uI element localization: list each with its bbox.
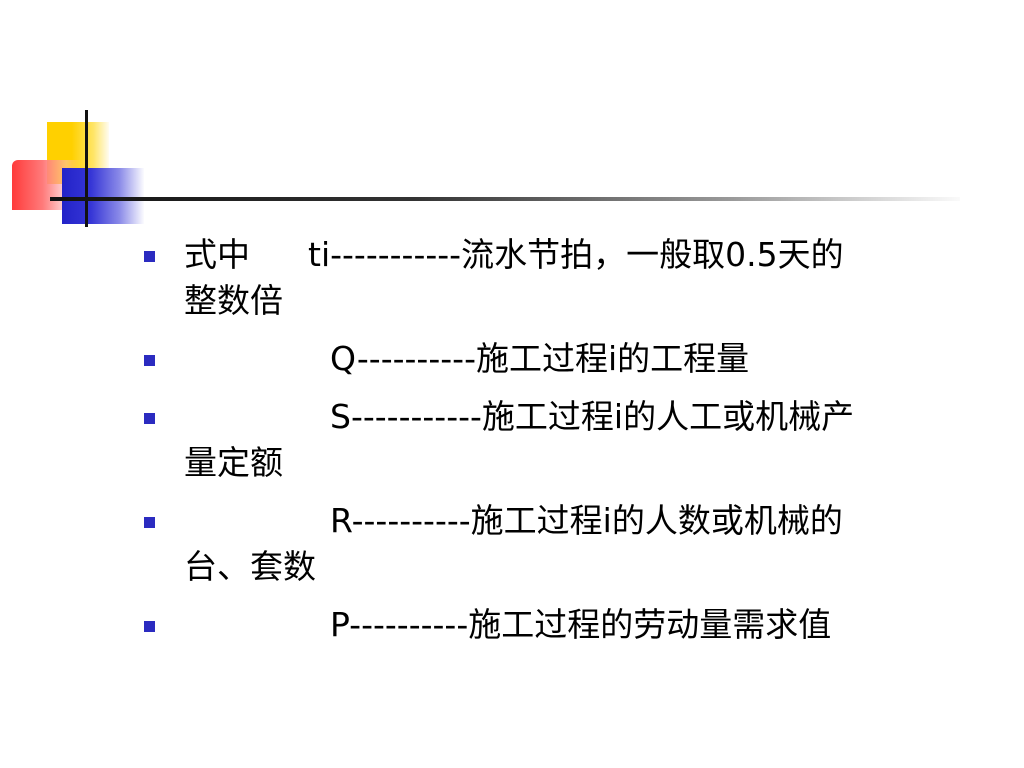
item-line1: S-----------施工过程i的人工或机械产 xyxy=(330,397,855,436)
item-line1: R----------施工过程i的人数或机械的 xyxy=(330,501,843,540)
item-line2: 台、套数 xyxy=(184,547,316,586)
square-bullet-icon xyxy=(144,355,155,366)
bullet-item-s: S-----------施工过程i的人工或机械产 量定额 xyxy=(140,394,980,486)
item-line1: ti-----------流水节拍，一般取0.5天的 xyxy=(308,235,844,274)
bullet-item-q: Q----------施工过程i的工程量 xyxy=(140,336,980,382)
square-bullet-icon xyxy=(144,251,155,262)
square-bullet-icon xyxy=(144,413,155,424)
item-line2: 整数倍 xyxy=(184,281,283,320)
decor-blue-square xyxy=(62,168,144,224)
item-lead: 式中 xyxy=(184,235,250,274)
bullet-item-p: P----------施工过程的劳动量需求值 xyxy=(140,602,980,648)
decor-horizontal-line xyxy=(50,197,960,201)
slide-content: 式中 ti-----------流水节拍，一般取0.5天的 整数倍 Q------… xyxy=(140,232,980,660)
item-line1: P----------施工过程的劳动量需求值 xyxy=(330,605,832,644)
item-line2: 量定额 xyxy=(184,443,283,482)
square-bullet-icon xyxy=(144,621,155,632)
bullet-item-r: R----------施工过程i的人数或机械的 台、套数 xyxy=(140,498,980,590)
bullet-item-ti: 式中 ti-----------流水节拍，一般取0.5天的 整数倍 xyxy=(140,232,980,324)
square-bullet-icon xyxy=(144,517,155,528)
item-line1: Q----------施工过程i的工程量 xyxy=(330,339,750,378)
decor-vertical-line xyxy=(85,110,88,227)
